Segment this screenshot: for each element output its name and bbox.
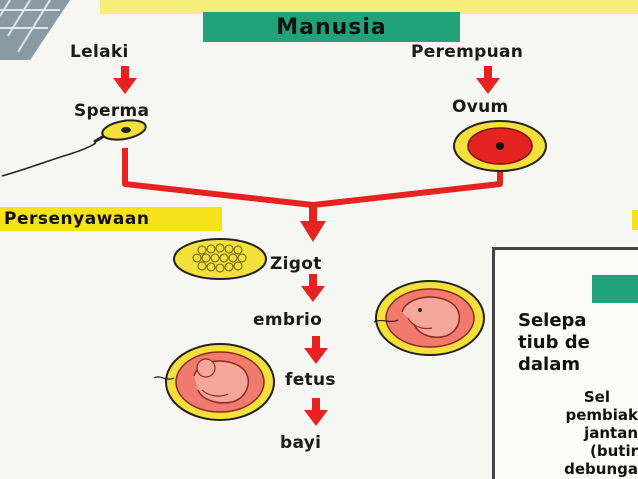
male-label: Lelaki (70, 42, 129, 62)
side-sub-4: (butir (590, 442, 638, 460)
side-line-2: tiub de (518, 332, 590, 353)
side-sub-2: pembiak (565, 406, 638, 424)
zygote-cell-icon (173, 238, 267, 280)
fertilization-banner: Persenyawaan (0, 207, 222, 231)
arrow-male-to-sperm (113, 66, 137, 94)
corner-grid-decoration (0, 0, 70, 60)
side-panel-sub-text: Sel pembiak jantan (butir debunga (500, 388, 638, 478)
fertilization-label: Persenyawaan (4, 209, 150, 229)
right-yellow-chip (632, 210, 638, 230)
baby-label: bayi (280, 433, 322, 453)
arrow-zygote-to-embryo (301, 274, 325, 302)
title-box: Manusia (203, 12, 460, 42)
ovum-cell-icon (453, 120, 547, 172)
diagram-title: Manusia (276, 14, 387, 40)
side-sub-5: debunga (564, 460, 638, 478)
side-panel-green-chip (592, 275, 638, 303)
side-line-1: Selepa (518, 310, 587, 331)
fetus-icon (153, 343, 275, 421)
sperm-label: Sperma (74, 101, 150, 121)
ovum-label: Ovum (452, 97, 509, 117)
embryo-label: embrio (253, 310, 323, 330)
sperm-cell-icon (1, 119, 147, 177)
top-yellow-band (100, 0, 638, 14)
arrow-female-to-ovum (476, 66, 500, 94)
fetus-label: fetus (285, 370, 336, 390)
zygote-label: Zigot (270, 254, 322, 274)
female-label: Perempuan (411, 42, 524, 62)
arrow-embryo-to-fetus (304, 336, 328, 364)
side-line-3: dalam (518, 354, 581, 375)
side-panel-main-text: Selepa tiub de dalam (518, 310, 590, 376)
embryo-icon (373, 280, 485, 356)
arrow-fetus-to-baby (304, 398, 328, 426)
side-sub-3: jantan (584, 424, 638, 442)
side-sub-1: Sel (583, 388, 610, 406)
